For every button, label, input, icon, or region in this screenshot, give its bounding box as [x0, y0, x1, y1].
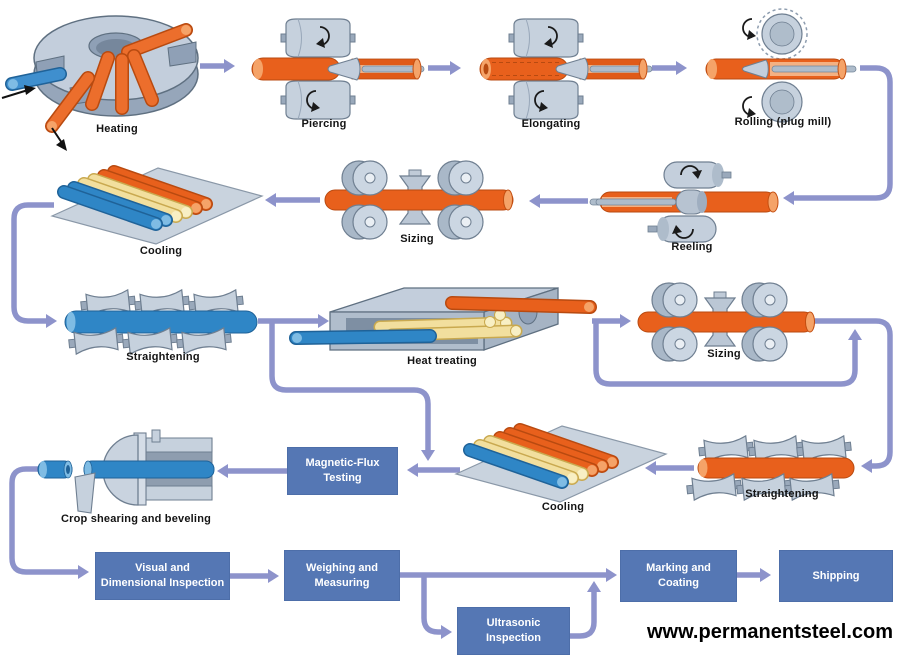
box-line: Visual and — [135, 562, 190, 574]
box-line: Marking and — [646, 562, 711, 574]
label-cooling-lower: Cooling — [541, 501, 585, 513]
sizing-mill-mid — [637, 282, 815, 362]
mandrel-rod — [771, 65, 857, 73]
label-cooling-top: Cooling — [139, 245, 183, 257]
box-line: Ultrasonic — [486, 617, 541, 629]
cooling-bed-lower — [454, 423, 668, 503]
box-line: Magnetic-Flux — [305, 457, 380, 469]
straightening-machine-lower — [685, 434, 855, 502]
label-straightening-lower: Straightening — [745, 488, 819, 500]
box-line: Coating — [658, 577, 699, 589]
piercing-mill — [251, 18, 425, 120]
plug-rolling-mill — [705, 8, 857, 123]
flow-arrowheads — [46, 59, 872, 639]
flow-connectors — [9, 63, 893, 639]
elongator-point — [555, 57, 589, 81]
plug — [742, 59, 769, 79]
label-sizing-top: Sizing — [400, 233, 434, 245]
piercer-point — [327, 57, 361, 81]
sizing-mill-top — [324, 160, 514, 240]
box-line: Dimensional Inspection — [100, 577, 225, 589]
website-watermark: www.permanentsteel.com — [647, 621, 893, 643]
box-marking-coating: Marking and Coating — [620, 550, 737, 602]
box-ultrasonic-inspection: Ultrasonic Inspection — [457, 607, 570, 655]
hollow-shell — [479, 57, 569, 81]
box-weighing-measuring: Weighing and Measuring — [284, 550, 400, 601]
box-line: Measuring — [314, 576, 370, 589]
box-visual-dimensional-inspection: Visual and Dimensional Inspection — [95, 552, 230, 600]
heat-treating-furnace — [289, 287, 597, 351]
label-piercing: Piercing — [301, 118, 347, 130]
arrow-cooling-to-straightening — [11, 202, 54, 324]
label-rolling-plug-mill: Rolling (plug mill) — [734, 116, 832, 128]
label-heat-treating: Heat treating — [407, 355, 477, 367]
label-elongating: Elongating — [521, 118, 581, 130]
arrow-crop-shearing-to-visual — [9, 466, 78, 575]
box-line: Testing — [323, 472, 362, 484]
label-sizing-mid: Sizing — [707, 348, 741, 360]
solid-billet — [251, 57, 341, 81]
hot-billets — [45, 23, 193, 133]
label-crop-shearing: Crop shearing and beveling — [60, 513, 212, 525]
arrow-sizing-bypass-loop — [593, 323, 858, 387]
box-line: Shipping — [812, 569, 860, 582]
reeling-mill — [589, 161, 779, 243]
cooling-bed-top — [50, 165, 264, 245]
box-shipping: Shipping — [779, 550, 893, 602]
arrow-ultrasonic-return — [570, 592, 597, 639]
crop-shearing-machine — [37, 429, 215, 514]
elongating-mill — [479, 18, 653, 120]
straightening-machine-mid — [64, 288, 258, 356]
pipe — [83, 460, 215, 479]
arrow-sizing-to-straightening — [812, 318, 893, 469]
tube — [64, 310, 258, 334]
box-magnetic-flux-testing: Magnetic-Flux Testing — [287, 447, 398, 495]
cutting-tool — [74, 472, 96, 514]
heating-furnace — [1, 15, 199, 151]
label-heating: Heating — [96, 123, 138, 135]
arrow-rolling-to-reeling — [794, 65, 893, 201]
arrow-branch-to-ultrasonic — [421, 575, 441, 635]
furnace-slot-right — [167, 41, 197, 67]
box-line: Weighing and — [306, 561, 378, 574]
label-reeling: Reeling — [671, 241, 713, 253]
label-straightening-mid: Straightening — [126, 351, 200, 363]
mandrel-rod — [361, 65, 425, 73]
box-line: Inspection — [485, 632, 541, 644]
arrow-branch-to-testing-line — [269, 321, 431, 450]
in-out-arrows — [1, 85, 67, 151]
cold-billet-inlet — [5, 67, 67, 91]
mandrel-rod — [589, 65, 653, 73]
